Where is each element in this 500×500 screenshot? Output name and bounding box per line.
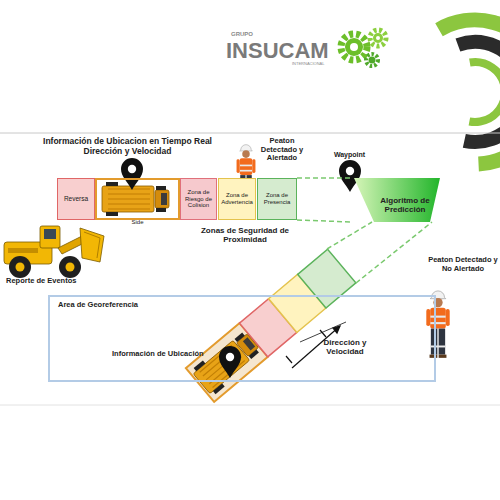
loader-vehicle (9, 256, 31, 278)
reverse-zone-box: Reversa (57, 178, 95, 220)
node-text: Zona de Presencia (258, 192, 296, 205)
warning-zone-box: Zona de Advertencia (218, 178, 256, 220)
callout-text: Peaton Detectado y Alertado (256, 137, 308, 163)
collision-zone-box: Zona de Riesgo de Colision (180, 178, 217, 220)
logo-gear (366, 54, 378, 66)
location-pin (219, 346, 241, 378)
node-text: Algoritmo de Predicción (372, 197, 438, 215)
panel-line (0, 405, 500, 406)
node-text: Zona de Riesgo de Colision (181, 189, 216, 209)
logo-gear (341, 34, 367, 60)
node-text: Zona de Advertencia (219, 192, 255, 205)
diagonal-zone-band (186, 249, 356, 402)
loader-vehicle (16, 263, 25, 272)
prediction-shape: Algoritmo de Predicción (352, 174, 442, 224)
logo-text: GRUPO (231, 31, 271, 38)
loader-vehicle (40, 226, 60, 248)
georeference-area: Area de Georeferencia (48, 295, 436, 382)
presence-zone-box: Zona de Presencia (257, 178, 297, 220)
callout-text: Reporte de Eventos (6, 277, 96, 286)
node-text: Reversa (64, 195, 88, 202)
loader-vehicle (59, 256, 81, 278)
logo-arcs (377, 0, 500, 190)
logo-gear (345, 38, 363, 56)
logo-gear (376, 36, 380, 40)
loader-vehicle (44, 229, 56, 239)
panel-line (0, 133, 500, 134)
prediction-corridor (327, 222, 372, 249)
logo-arcs (411, 28, 500, 156)
callout-text: Peaton Detectado y No Alertado (428, 256, 498, 273)
dashed-connector (297, 178, 352, 222)
logo-gear (369, 57, 376, 64)
logo-text: INSUCAM (226, 38, 338, 63)
loader-vehicle (84, 232, 100, 258)
loader-vehicle (4, 226, 104, 278)
prediction-corridor (356, 222, 432, 283)
logo-gear (341, 30, 386, 66)
waypoint-pin (339, 160, 361, 192)
loader-vehicle (80, 228, 104, 262)
loader-vehicle (66, 263, 75, 272)
haul-truck (102, 182, 169, 216)
callout-text: Información de Ubicacion en Tiempo Real … (40, 137, 215, 157)
truck-box: Side (95, 178, 180, 220)
node-text: Side (97, 219, 178, 226)
loader-vehicle (8, 248, 38, 253)
diagonal-zone-band (298, 249, 356, 308)
logo-arcs (377, 0, 500, 190)
logo-gear (350, 43, 358, 51)
logo-gear (373, 33, 383, 43)
logo-gear (370, 30, 386, 46)
zone-caption: Zonas de Seguridad de Proximidad (185, 226, 305, 244)
callout-text: Información de Ubicación (112, 350, 217, 359)
prediction-corridor (327, 222, 432, 283)
prediction-arrow-shape (354, 178, 440, 222)
logo-text: INTERNACIONAL (292, 62, 342, 67)
location-pin (121, 158, 143, 190)
direction-marks (286, 356, 292, 363)
callout-text: Dirección y Velocidad (320, 338, 370, 356)
logo-arcs (440, 57, 500, 127)
callout-text: Waypoint (327, 151, 372, 159)
worker-figure (426, 291, 449, 358)
node-text: Area de Georeferencia (58, 301, 138, 309)
